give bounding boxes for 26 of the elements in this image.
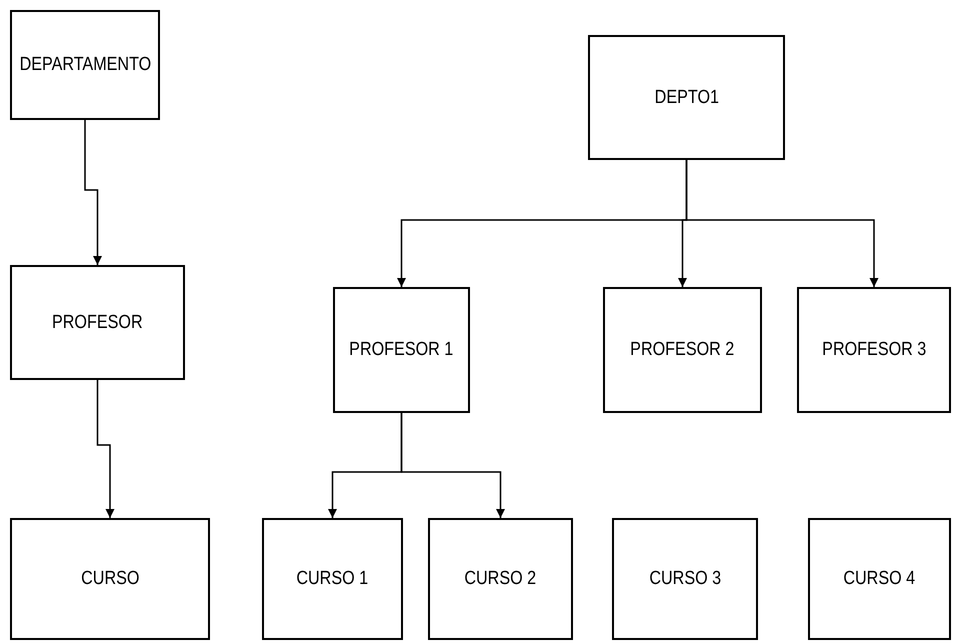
entity-box <box>333 287 470 413</box>
arrow <box>96 380 114 518</box>
box-label: CURSO 3 <box>649 568 721 590</box>
box-label: PROFESOR 3 <box>822 339 926 361</box>
entity-box <box>10 10 160 120</box>
box-label: PROFESOR 2 <box>630 339 735 361</box>
box-label: DEPTO1 <box>654 86 719 108</box>
entity-box <box>797 287 951 413</box>
arrow <box>84 120 102 265</box>
box-label: PROFESOR <box>52 312 143 334</box>
box-label: CURSO 1 <box>296 568 368 590</box>
entity-box <box>10 265 185 380</box>
box-label: CURSO <box>80 568 140 590</box>
entity-box <box>808 518 951 640</box>
box-label: PROFESOR 1 <box>349 339 454 361</box>
arrow <box>400 413 505 518</box>
entity-box <box>428 518 573 640</box>
entity-box <box>262 518 403 640</box>
arrow <box>686 160 878 287</box>
entity-box <box>612 518 758 640</box>
box-label: CURSO 4 <box>844 568 916 590</box>
box-label: CURSO 2 <box>464 568 536 590</box>
entity-box <box>10 518 210 640</box>
entity-box <box>603 287 762 413</box>
entity-box <box>588 35 785 160</box>
box-label: DEPARTAMENTO <box>19 54 151 76</box>
